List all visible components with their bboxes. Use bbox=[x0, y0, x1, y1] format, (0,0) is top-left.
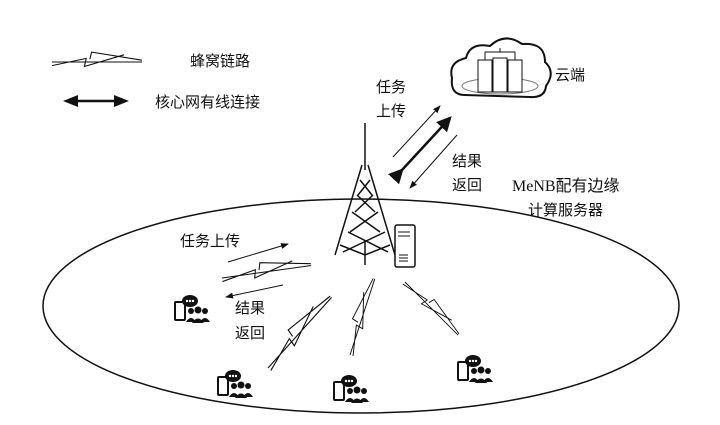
wired-link-arrow bbox=[388, 116, 452, 185]
cloud-label: 云端 bbox=[555, 66, 585, 84]
user-group-icon bbox=[333, 374, 370, 404]
backhaul-return-arrow bbox=[409, 134, 458, 189]
backhaul-upload-label-1: 任务 bbox=[376, 78, 406, 96]
wired-link-legend-icon bbox=[63, 95, 129, 107]
edge-server-icon bbox=[394, 224, 416, 268]
coverage-area bbox=[42, 198, 680, 414]
user-group-icon bbox=[174, 294, 211, 324]
backhaul-return-label-2: 返回 bbox=[452, 176, 482, 194]
access-return-label-1: 结果 bbox=[235, 299, 265, 317]
menb-label-2: 计算服务器 bbox=[528, 201, 603, 219]
access-upload-arrow bbox=[227, 243, 289, 263]
base-station-tower-icon bbox=[334, 123, 396, 265]
cellular-link-icon bbox=[259, 289, 336, 372]
access-upload-label: 任务上传 bbox=[180, 232, 240, 250]
user-group-icon bbox=[217, 369, 254, 399]
cellular-link-legend-icon bbox=[51, 51, 143, 68]
access-return-label-2: 返回 bbox=[235, 324, 265, 342]
cellular-link-icon bbox=[341, 275, 380, 357]
legend-wired-label: 核心网有线连接 bbox=[155, 93, 260, 111]
backhaul-return-label-1: 结果 bbox=[452, 152, 482, 170]
cloud-server-icon bbox=[450, 37, 552, 99]
cellular-link-icon bbox=[401, 275, 465, 339]
backhaul-upload-label-2: 上传 bbox=[376, 102, 406, 120]
access-return-arrow bbox=[225, 284, 284, 299]
user-group-icon bbox=[457, 354, 494, 384]
menb-label-1: MeNB配有边缘 bbox=[512, 177, 620, 195]
legend-cellular-label: 蜂窝链路 bbox=[190, 52, 250, 70]
